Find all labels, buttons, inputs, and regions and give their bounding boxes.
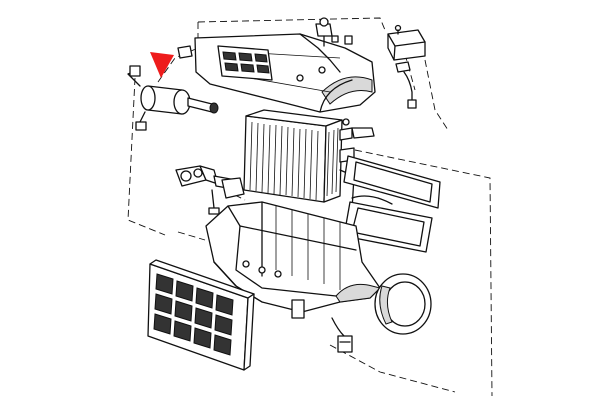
expansion-valve	[175, 165, 245, 215]
filter-grid-cells	[153, 273, 234, 356]
cover-vent-grille	[217, 45, 273, 81]
ring-seal	[374, 273, 432, 335]
evaporator-fins	[249, 121, 339, 201]
evaporator-core	[243, 109, 375, 211]
blower-motor	[127, 65, 219, 131]
side-panel-frame	[343, 155, 441, 253]
cover-clips	[177, 35, 353, 59]
upper-housing-cover	[194, 17, 376, 113]
lower-housing	[205, 201, 381, 319]
red-pointer-arrow	[150, 52, 174, 78]
air-filter	[147, 259, 255, 371]
control-module	[387, 24, 426, 109]
drain-tube	[331, 317, 353, 353]
